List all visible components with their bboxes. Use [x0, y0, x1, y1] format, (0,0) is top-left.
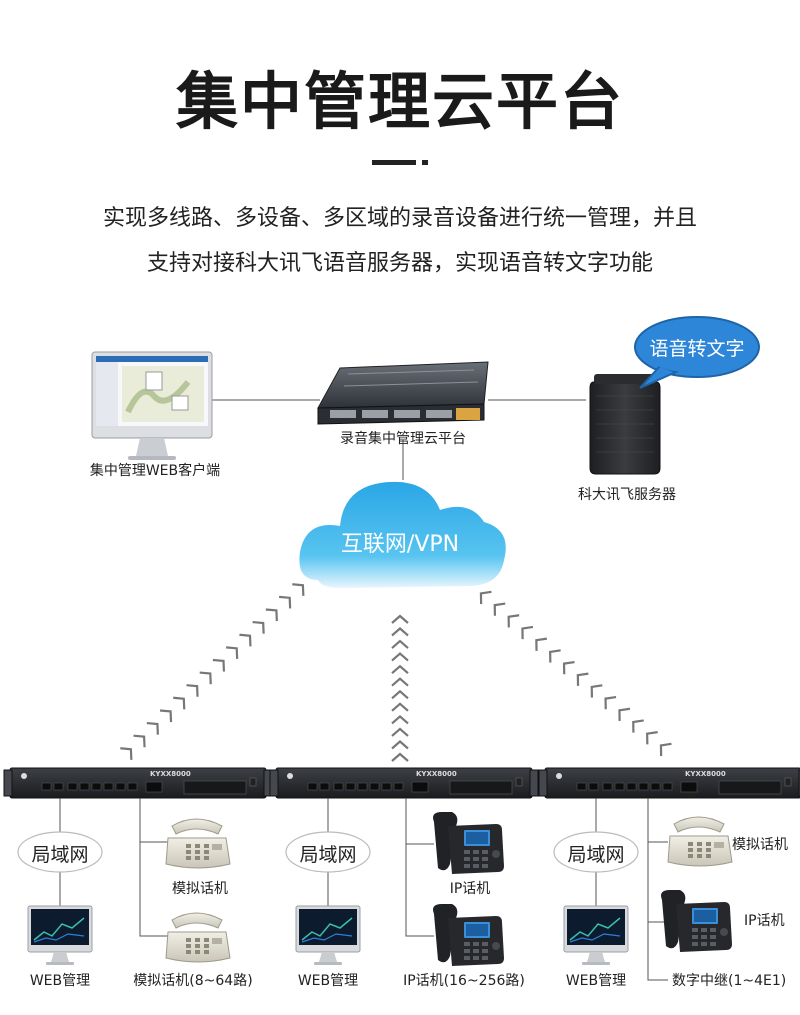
- signal-chevron-left: [132, 729, 151, 749]
- signal-chevron-center: [390, 665, 410, 675]
- internet-cloud: [299, 481, 506, 588]
- phone-label-3b: IP话机: [744, 913, 785, 929]
- signal-chevron-left: [198, 666, 217, 686]
- signal-chevron-right: [585, 679, 604, 699]
- signal-chevron-center: [390, 702, 410, 712]
- lan-label-2: 局域网: [299, 844, 357, 866]
- signal-chevron-center: [390, 639, 410, 650]
- signal-chevron-left: [172, 691, 191, 711]
- site-1-lines: [59, 798, 168, 937]
- lan-cloud-1: [17, 831, 103, 873]
- site-2-lines: [327, 798, 434, 937]
- analog-phone-1b: [165, 912, 231, 963]
- signal-chevron-right: [516, 621, 535, 641]
- rack-model-3: KYXX8000: [685, 770, 726, 778]
- signal-chevron-left: [238, 628, 257, 648]
- phone-label-2a: IP话机: [449, 881, 491, 897]
- web-monitor-1: [27, 905, 93, 966]
- signal-chevron-left: [251, 616, 270, 635]
- web-label-1: WEB管理: [29, 973, 91, 989]
- signal-chevron-left: [278, 590, 297, 610]
- signal-chevron-left: [158, 704, 178, 724]
- cloud-label: 互联网/VPN: [340, 532, 460, 557]
- page-title: 集中管理云平台: [175, 65, 624, 138]
- title-divider-dot: [422, 160, 428, 165]
- web-client-label: 集中管理WEB客户端: [89, 463, 221, 479]
- signal-chevron-right: [488, 597, 507, 617]
- rack-model-2: KYXX8000: [416, 770, 457, 778]
- speech-bubble: [634, 316, 760, 389]
- signal-chevron-left: [264, 603, 284, 623]
- iflytek-label: 科大讯飞服务器: [578, 487, 676, 503]
- signal-chevron-right: [557, 656, 576, 676]
- signal-chevron-left: [211, 654, 231, 673]
- signal-chevron-right: [654, 738, 673, 758]
- lan-label-3: 局域网: [567, 844, 625, 866]
- signal-chevron-right: [530, 633, 548, 652]
- recorder-rack-1: [3, 767, 273, 799]
- signal-chevron-right: [571, 668, 590, 687]
- signal-chevron-left: [119, 742, 138, 761]
- signal-chevron-center: [390, 727, 410, 738]
- signal-chevron-left: [225, 641, 244, 661]
- phone-label-1a: 模拟话机: [172, 881, 228, 897]
- analog-phone-1a: [165, 818, 231, 869]
- signal-chevron-right: [543, 644, 562, 664]
- signal-center: [390, 614, 410, 763]
- web-label-3: WEB管理: [565, 973, 627, 989]
- recorder-rack-2: [269, 767, 539, 799]
- signal-chevron-left: [291, 578, 310, 597]
- description-line-2: 支持对接科大讯飞语音服务器，实现语音转文字功能: [146, 251, 653, 276]
- signal-chevron-right: [626, 714, 645, 734]
- signal-chevron-right: [640, 726, 659, 746]
- signal-chevron-right: [474, 586, 493, 606]
- signal-chevron-center: [390, 627, 410, 637]
- signal-chevron-center: [390, 690, 410, 700]
- signal-chevron-right: [502, 609, 521, 629]
- server-label: 录音集中管理云平台: [340, 431, 466, 447]
- signal-chevron-left: [145, 717, 165, 736]
- web-label-2: WEB管理: [297, 973, 359, 989]
- signal-chevron-center: [390, 652, 410, 662]
- signal-chevron-right: [599, 691, 618, 711]
- trunk-label-3: 数字中继(1~4E1): [672, 973, 787, 989]
- signal-chevron-center: [390, 614, 410, 625]
- web-monitor-2: [295, 905, 361, 966]
- ip-phone-3: [661, 890, 732, 952]
- signal-chevron-center: [390, 715, 410, 725]
- phone-label-1b: 模拟话机(8~64路): [133, 973, 253, 989]
- signal-chevron-center: [390, 740, 410, 750]
- description-line-1: 实现多线路、多设备、多区域的录音设备进行统一管理，并且: [102, 206, 697, 231]
- phone-label-2b: IP话机(16~256路): [403, 973, 525, 989]
- web-client-monitor: [91, 351, 213, 460]
- web-monitor-3: [563, 905, 629, 966]
- cloud-platform-server: [317, 361, 489, 425]
- signal-chevron-center: [390, 752, 410, 763]
- title-divider: [372, 160, 416, 165]
- lan-cloud-2: [285, 831, 371, 873]
- site-3-lines: [595, 798, 668, 981]
- ip-phone-2b: [433, 904, 504, 966]
- analog-phone-3: [667, 816, 733, 867]
- signal-left: [119, 578, 310, 761]
- recorder-rack-3: [538, 767, 800, 799]
- signal-chevron-center: [390, 677, 410, 687]
- rack-model-1: KYXX8000: [150, 770, 191, 778]
- lan-cloud-3: [553, 831, 639, 873]
- lan-label-1: 局域网: [31, 844, 89, 866]
- signal-chevron-left: [185, 679, 204, 698]
- speech-bubble-text: 语音转文字: [649, 338, 745, 360]
- phone-label-3a: 模拟话机: [732, 837, 788, 853]
- ip-phone-2a: [433, 812, 504, 874]
- signal-right: [474, 586, 673, 758]
- iflytek-server-unit: [589, 374, 661, 475]
- signal-chevron-right: [613, 703, 632, 723]
